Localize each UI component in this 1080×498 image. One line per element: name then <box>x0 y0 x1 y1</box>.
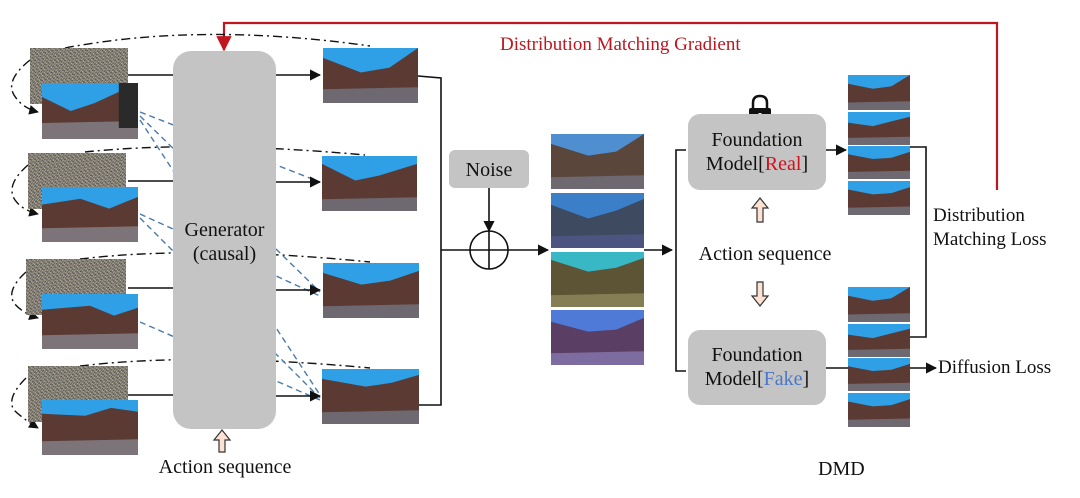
generated-frame-4 <box>322 369 419 424</box>
dmd-title: DMD <box>818 458 865 480</box>
generator-label: Generator (causal) <box>173 218 276 266</box>
real-output-frame-2 <box>848 112 910 145</box>
fake-output-frame-4 <box>848 393 910 427</box>
distribution-matching-gradient-label: Distribution Matching Gradient <box>500 34 741 55</box>
generated-frame-3 <box>323 263 419 318</box>
real-model-title: Foundation <box>711 129 803 151</box>
distribution-matching-loss-label: Distribution Matching Loss <box>933 205 1047 250</box>
dmd-action-label: Action sequence <box>698 243 832 265</box>
generator-subtitle: (causal) <box>192 243 257 265</box>
fake-model-title: Foundation <box>711 344 803 366</box>
output-bracket <box>417 75 442 406</box>
fake-output-frame-2 <box>848 324 910 357</box>
generated-frame-1 <box>323 48 418 103</box>
generated-frame-2 <box>322 156 417 211</box>
loss-bracket <box>910 146 927 338</box>
noisy-frame-4 <box>551 310 644 365</box>
generator-title: Generator <box>184 219 265 241</box>
noisy-frame-1 <box>551 134 644 189</box>
context-frame-4 <box>42 400 138 455</box>
fake-tag: Fake <box>763 368 803 390</box>
fake-model-block <box>688 330 826 405</box>
real-action-arrow-icon <box>750 197 770 223</box>
real-model-label: Foundation Model[Real] <box>688 128 826 176</box>
context-frame-3 <box>42 294 138 349</box>
real-output-frame-1 <box>848 75 910 110</box>
fake-output-frame-3 <box>848 358 910 391</box>
real-tag: Real <box>764 153 802 175</box>
noisy-frame-2 <box>551 193 644 248</box>
generator-block <box>173 51 276 429</box>
noise-label: Noise <box>465 159 513 181</box>
real-output-frame-3 <box>848 146 910 179</box>
fake-output-frame-1 <box>848 287 910 322</box>
fake-model-subtitle: Model[Fake] <box>704 368 810 390</box>
generator-action-label: Action sequence <box>158 456 292 478</box>
context-frame-1 <box>42 83 138 139</box>
fake-action-arrow-icon <box>750 281 770 307</box>
diffusion-loss-label: Diffusion Loss <box>938 357 1052 378</box>
model-branch <box>675 149 686 372</box>
fake-model-label: Foundation Model[Fake] <box>688 343 826 391</box>
real-output-frame-4 <box>848 181 910 215</box>
noise-block <box>449 150 529 188</box>
real-model-block <box>688 114 826 190</box>
distribution-matching-gradient-line <box>216 21 999 190</box>
noisy-frame-3 <box>551 252 644 307</box>
generator-action-arrow-icon <box>212 429 232 453</box>
real-model-subtitle: Model[Real] <box>705 153 809 175</box>
context-frame-2 <box>42 187 138 242</box>
